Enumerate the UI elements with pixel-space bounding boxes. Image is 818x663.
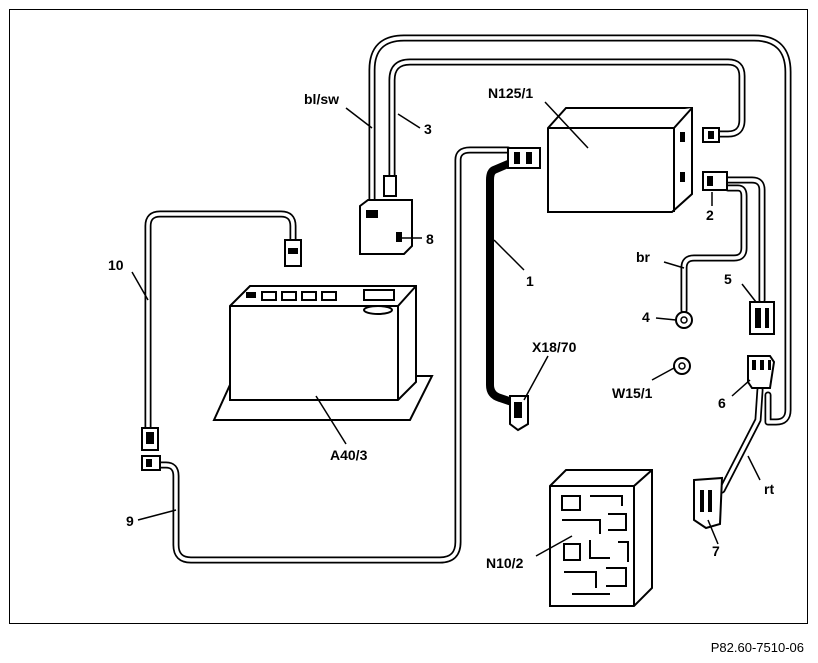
label-9: 9 (126, 513, 134, 529)
module-n10-2 (549, 469, 653, 607)
label-6: 6 (718, 395, 726, 411)
connector-7 (693, 476, 724, 530)
label-w15-1: W15/1 (612, 385, 653, 401)
connector-a40-top (284, 239, 302, 267)
label-1: 1 (526, 273, 534, 289)
label-4: 4 (642, 309, 650, 325)
outer-cable (368, 34, 792, 426)
label-n10-2: N10/2 (486, 555, 524, 571)
labels: N125/1 bl/sw 3 8 10 1 2 br 5 4 X18/70 W1… (108, 85, 774, 571)
cable-rt (718, 386, 764, 494)
cable-1 (486, 160, 516, 406)
connector-x18-70 (509, 395, 529, 432)
label-rt: rt (764, 481, 774, 497)
label-n125-1: N125/1 (488, 85, 533, 101)
ground-point-w15-1 (673, 357, 691, 375)
connector-2 (702, 171, 728, 191)
diagram-frame (9, 9, 808, 624)
connector-5 (749, 301, 775, 335)
control-unit-n125-1 (547, 107, 693, 213)
figure-reference: P82.60-7510-06 (710, 640, 804, 655)
leader-lines (131, 101, 761, 557)
label-5: 5 (724, 271, 732, 287)
unit-a40-3 (212, 285, 434, 421)
label-br: br (636, 249, 651, 265)
label-8: 8 (426, 231, 434, 247)
cable-3 (388, 58, 746, 189)
connector-n125-top (702, 127, 720, 143)
connector-cable-9-start (141, 455, 161, 471)
cable-2 (680, 176, 766, 314)
label-2: 2 (706, 207, 714, 223)
label-10: 10 (108, 257, 124, 273)
label-3: 3 (424, 121, 432, 137)
connector-cable-1-top (507, 147, 541, 169)
component-8 (359, 175, 413, 255)
label-a40-3: A40/3 (330, 447, 368, 463)
label-bl-sw: bl/sw (304, 91, 339, 107)
cable-10 (144, 210, 297, 434)
label-x18-70: X18/70 (532, 339, 577, 355)
connector-6 (747, 355, 776, 389)
label-7: 7 (712, 543, 720, 559)
connector-cable-10-end (141, 427, 159, 451)
cable-9 (154, 146, 512, 564)
ring-terminal-4 (675, 311, 693, 329)
